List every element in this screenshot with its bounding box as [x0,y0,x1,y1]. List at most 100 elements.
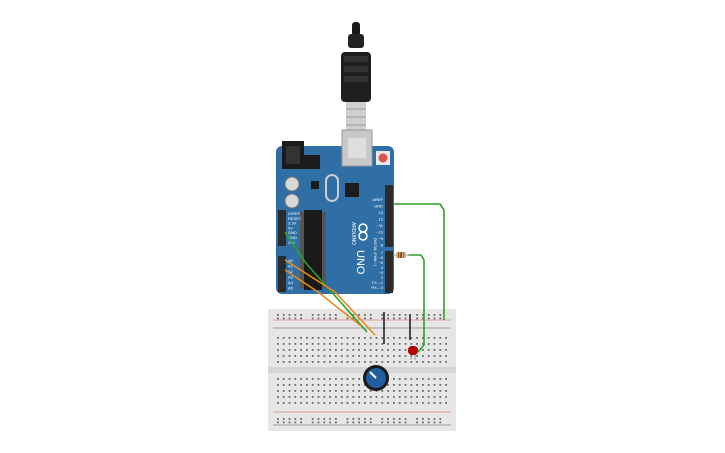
breadboard-hole[interactable] [387,349,389,351]
breadboard-hole[interactable] [364,314,366,316]
breadboard-hole[interactable] [433,384,436,386]
breadboard-hole[interactable] [369,317,372,320]
breadboard-hole[interactable] [282,390,285,392]
breadboard-hole[interactable] [352,343,355,345]
breadboard-hole[interactable] [288,317,291,320]
breadboard-hole[interactable] [352,361,355,363]
breadboard-hole[interactable] [335,355,337,357]
breadboard-hole[interactable] [323,418,326,420]
breadboard-hole[interactable] [422,384,424,386]
breadboard-hole[interactable] [300,349,302,351]
breadboard-hole[interactable] [358,361,360,363]
breadboard-hole[interactable] [340,337,343,339]
breadboard-hole[interactable] [300,337,302,339]
breadboard-hole[interactable] [288,361,291,363]
breadboard-hole[interactable] [422,418,424,420]
breadboard-hole[interactable] [439,355,442,357]
breadboard-hole[interactable] [439,421,442,424]
breadboard-hole[interactable] [311,402,314,404]
breadboard-hole[interactable] [427,343,430,345]
breadboard-hole[interactable] [422,343,424,345]
breadboard-hole[interactable] [277,355,279,357]
breadboard-hole[interactable] [393,337,395,339]
breadboard-hole[interactable] [381,396,384,398]
wire-5v-green[interactable] [284,231,368,333]
breadboard-hole[interactable] [317,402,320,404]
breadboard-hole[interactable] [358,390,360,392]
breadboard-hole[interactable] [300,418,302,420]
breadboard-hole[interactable] [416,418,418,420]
breadboard-hole[interactable] [329,343,331,345]
breadboard-hole[interactable] [306,343,308,345]
breadboard-hole[interactable] [323,317,326,320]
breadboard-hole[interactable] [375,361,378,363]
breadboard-hole[interactable] [329,384,331,386]
breadboard-hole[interactable] [387,317,389,320]
breadboard-hole[interactable] [398,384,401,386]
breadboard-hole[interactable] [439,361,442,363]
wire-gnd-green[interactable] [393,203,445,320]
breadboard-hole[interactable] [277,378,279,380]
breadboard-hole[interactable] [323,402,326,404]
breadboard-hole[interactable] [329,378,331,380]
breadboard-hole[interactable] [387,337,389,339]
breadboard-hole[interactable] [422,361,424,363]
breadboard-hole[interactable] [306,361,308,363]
breadboard-hole[interactable] [439,384,442,386]
breadboard-hole[interactable] [317,317,320,320]
breadboard-hole[interactable] [358,349,360,351]
breadboard-hole[interactable] [381,418,384,420]
breadboard-hole[interactable] [422,378,424,380]
breadboard-hole[interactable] [358,396,360,398]
breadboard-hole[interactable] [364,418,366,420]
breadboard-hole[interactable] [277,349,279,351]
wire-a0-orange[interactable] [284,259,376,336]
breadboard-hole[interactable] [335,402,337,404]
breadboard-hole[interactable] [277,314,279,316]
breadboard-hole[interactable] [427,396,430,398]
breadboard-hole[interactable] [369,396,372,398]
breadboard-hole[interactable] [329,349,331,351]
breadboard-hole[interactable] [416,378,418,380]
breadboard-hole[interactable] [323,384,326,386]
breadboard-hole[interactable] [398,355,401,357]
breadboard-hole[interactable] [288,355,291,357]
breadboard-hole[interactable] [422,349,424,351]
breadboard-hole[interactable] [439,402,442,404]
breadboard-hole[interactable] [306,355,308,357]
breadboard-hole[interactable] [282,343,285,345]
breadboard-hole[interactable] [398,337,401,339]
breadboard-hole[interactable] [346,343,349,345]
breadboard-hole[interactable] [358,337,360,339]
breadboard-hole[interactable] [358,418,360,420]
breadboard-hole[interactable] [352,396,355,398]
breadboard-hole[interactable] [323,361,326,363]
breadboard-hole[interactable] [375,337,378,339]
breadboard-hole[interactable] [352,355,355,357]
breadboard-hole[interactable] [282,349,285,351]
breadboard-hole[interactable] [288,402,291,404]
breadboard-hole[interactable] [364,355,366,357]
breadboard-hole[interactable] [352,378,355,380]
breadboard-hole[interactable] [352,390,355,392]
breadboard-hole[interactable] [433,314,436,316]
breadboard-hole[interactable] [282,378,285,380]
breadboard-hole[interactable] [358,355,360,357]
breadboard-hole[interactable] [288,418,291,420]
breadboard-hole[interactable] [358,378,360,380]
breadboard-hole[interactable] [340,343,343,345]
breadboard-hole[interactable] [300,402,302,404]
breadboard-hole[interactable] [381,317,384,320]
breadboard-hole[interactable] [404,421,407,424]
breadboard-hole[interactable] [306,390,308,392]
breadboard-hole[interactable] [439,418,442,420]
breadboard-hole[interactable] [433,390,436,392]
breadboard-hole[interactable] [282,361,285,363]
breadboard-hole[interactable] [439,314,442,316]
breadboard-hole[interactable] [387,384,389,386]
breadboard-hole[interactable] [300,343,302,345]
breadboard-hole[interactable] [381,343,384,345]
breadboard-hole[interactable] [404,349,407,351]
breadboard-hole[interactable] [346,390,349,392]
breadboard-hole[interactable] [306,396,308,398]
